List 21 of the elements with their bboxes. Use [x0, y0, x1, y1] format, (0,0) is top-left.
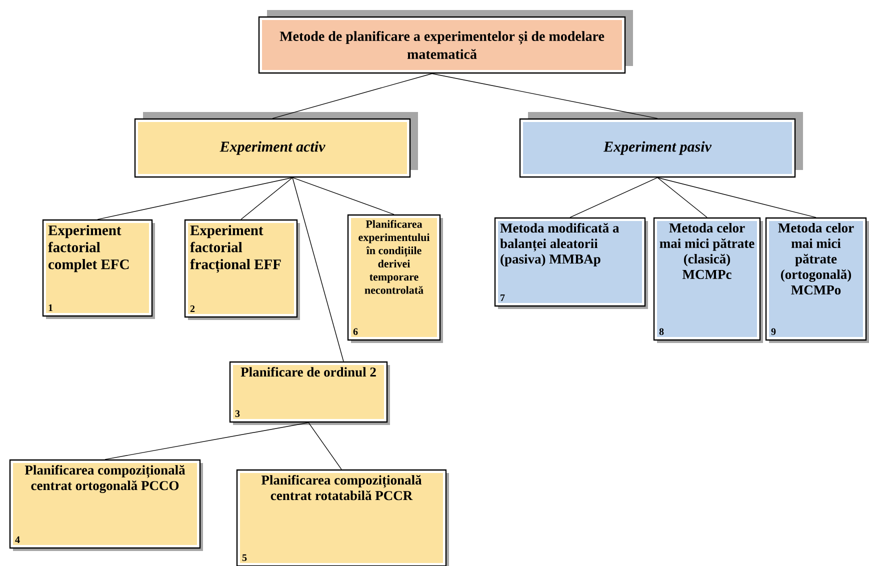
connector-line [657, 177, 816, 218]
connector-line [240, 177, 293, 220]
process-box: Metoda modificată a balanței aleatorii (pasiva) MMBAp 7 [494, 217, 648, 309]
process-box: Experiment activ [134, 112, 418, 178]
connector-line [292, 177, 344, 362]
process-box: Planificarea compozițională centrat rotatabilă PCCR 5 [236, 469, 449, 566]
connector-line [292, 177, 394, 215]
connector-line [104, 422, 309, 460]
process-box: Planificarea experimentului în condițiile derivei temporare necontrolată 6 [347, 214, 443, 343]
process-box: Metode de planificare a experimentelor și de modelare matematică [258, 10, 633, 74]
connector-line [657, 177, 708, 218]
process-box: Experiment pasiv [519, 112, 803, 178]
process-box: Planificarea compozițională centrat ortogonală PCCO 4 [9, 459, 203, 551]
process-box: Metoda celor mai mici pătrate (clasică) MCMPc 8 [653, 217, 763, 343]
process-box: Experiment factorial fracțional EFF 2 [184, 219, 300, 320]
connector-line [570, 177, 658, 218]
process-box: Experiment factorial complet EFC 1 [42, 219, 155, 319]
process-box: Planificare de ordinul 2 3 [229, 361, 390, 425]
process-box: Metoda celor mai mici pătrate (ortogonală) MCMPo 9 [765, 217, 869, 343]
connector-line [97, 177, 293, 220]
connector-line [308, 422, 342, 470]
